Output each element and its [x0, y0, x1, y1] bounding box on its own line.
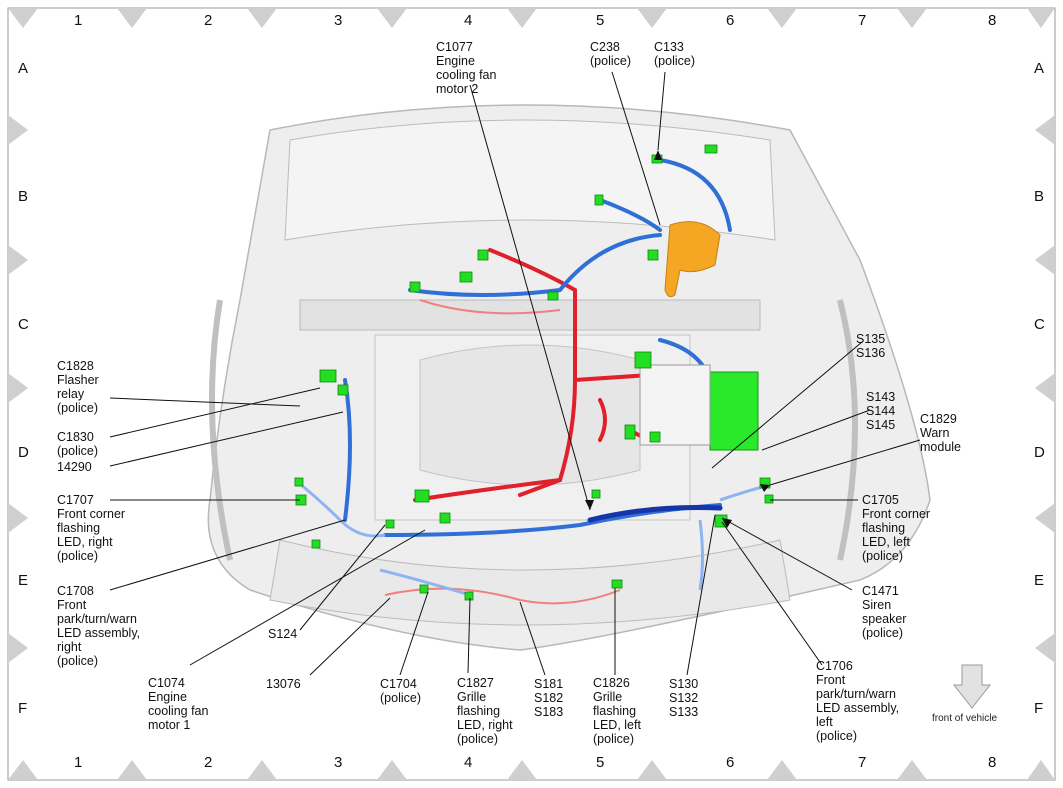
row-label: D [1034, 444, 1045, 461]
row-label: A [18, 60, 29, 77]
col-label: 3 [334, 12, 343, 29]
label-13076: 13076 [266, 677, 301, 691]
label-c1074: C1074 Engine cooling fan motor 1 [148, 676, 209, 732]
leader-arrowheads [585, 150, 770, 528]
grid-markers-left [8, 115, 28, 663]
label-s143: S143 S144 S145 [866, 390, 896, 432]
label-c1827: C1827 Grille flashing LED, right (police… [457, 676, 513, 746]
connectors [294, 144, 774, 601]
col-label: 5 [596, 754, 605, 771]
row-label: D [18, 444, 29, 461]
row-label: B [1034, 188, 1045, 205]
label-c1826: C1826 Grille flashing LED, left (police) [593, 676, 641, 746]
col-label: 2 [204, 754, 213, 771]
leader-lines [109, 71, 921, 676]
label-c133: C133 (police) [654, 40, 695, 68]
label-c1471: C1471 Siren speaker (police) [862, 584, 907, 640]
col-label: 6 [726, 754, 735, 771]
front-arrow-icon [952, 664, 992, 709]
grid-markers-top [8, 8, 1055, 28]
row-label: B [18, 188, 29, 205]
col-label: 2 [204, 12, 213, 29]
row-label: A [1034, 60, 1045, 77]
label-c1077: C1077 Engine cooling fan motor 2 [436, 40, 497, 96]
label-s124: S124 [268, 627, 298, 641]
col-label: 6 [726, 12, 735, 29]
label-s135: S135 S136 [856, 332, 886, 360]
col-label: 1 [74, 12, 83, 29]
label-c1707: C1707 Front corner flashing LED, right (… [57, 493, 126, 563]
label-c1708: C1708 Front park/turn/warn LED assembly,… [57, 584, 141, 668]
label-14290: 14290 [57, 460, 92, 474]
col-label: 1 [74, 754, 83, 771]
row-label: E [1034, 572, 1045, 589]
grid-markers-right [1035, 115, 1055, 663]
col-label: 7 [858, 12, 867, 29]
col-label: 8 [988, 754, 997, 771]
label-c1829: C1829 Warn module [920, 412, 961, 454]
warn-module [709, 371, 759, 451]
orange-module [664, 221, 721, 298]
row-label: C [1034, 316, 1045, 333]
vehicle-front-end [207, 104, 931, 651]
row-label: F [18, 700, 28, 717]
harness-dark-blue [587, 505, 723, 523]
label-c1706: C1706 Front park/turn/warn LED assembly,… [816, 659, 900, 743]
col-label: 4 [464, 12, 473, 29]
grid-markers-bottom [8, 760, 1055, 780]
label-c1704: C1704 (police) [380, 677, 421, 705]
label-c238: C238 (police) [590, 40, 631, 68]
col-label: 7 [858, 754, 867, 771]
row-label: C [18, 316, 29, 333]
front-of-vehicle-label: front of vehicle [932, 713, 998, 724]
col-label: 8 [988, 12, 997, 29]
row-label: F [1034, 700, 1044, 717]
row-label: E [18, 572, 29, 589]
label-s181: S181 S182 S183 [534, 677, 564, 719]
col-label: 3 [334, 754, 343, 771]
col-label: 4 [464, 754, 473, 771]
label-c1828: C1828 Flasher relay (police) [57, 359, 99, 415]
col-label: 5 [596, 12, 605, 29]
label-s130: S130 S132 S133 [669, 677, 699, 719]
label-c1830: C1830 (police) [57, 430, 98, 458]
label-c1705: C1705 Front corner flashing LED, left (p… [862, 493, 931, 563]
